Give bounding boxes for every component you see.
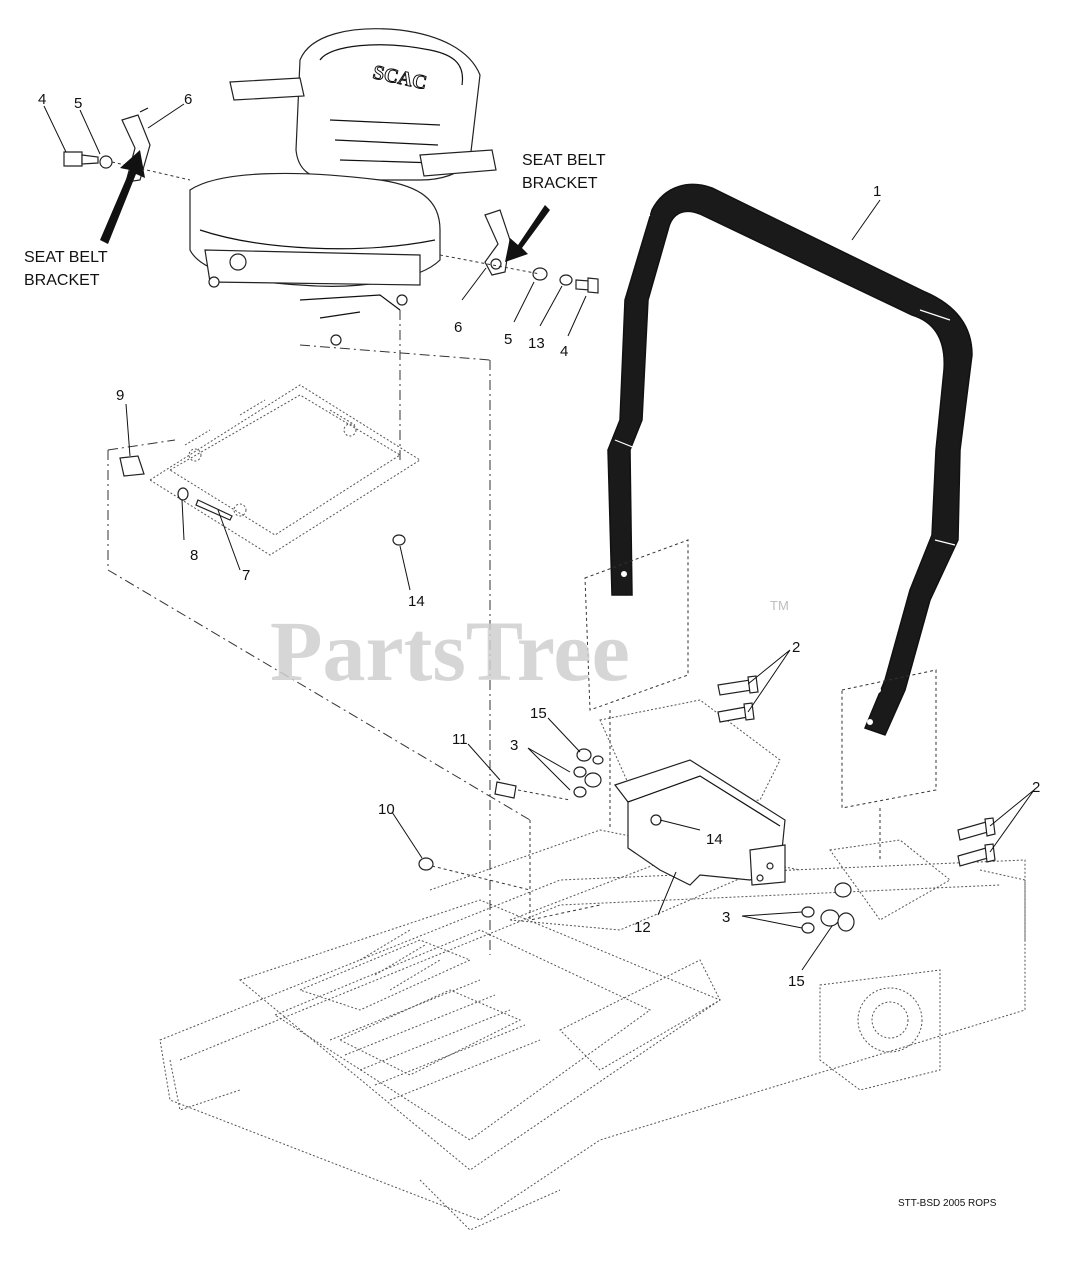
label-13: 13	[528, 335, 545, 352]
leader-lines	[43, 103, 1035, 971]
callout-right-line1: SEAT BELT	[522, 152, 606, 169]
bolts-2-upper	[717, 675, 759, 723]
seat: SCAC	[189, 28, 497, 346]
label-4b: 4	[560, 343, 568, 360]
label-3b: 3	[722, 909, 730, 926]
label-5a: 5	[74, 95, 82, 112]
hardware-left	[63, 151, 191, 181]
label-15a: 15	[530, 705, 547, 722]
label-6a: 6	[184, 91, 192, 108]
label-10: 10	[378, 801, 395, 818]
bracket-12	[614, 759, 786, 886]
hardware-lower-right	[801, 882, 855, 934]
label-1: 1	[873, 183, 881, 200]
label-3a: 3	[510, 737, 518, 754]
mount-panel-left	[584, 539, 689, 711]
hardware-upper-left	[494, 748, 604, 801]
hardware-right	[439, 254, 599, 294]
label-14a: 14	[408, 593, 425, 610]
label-6b: 6	[454, 319, 462, 336]
label-14b: 14	[706, 831, 723, 848]
seat-belt-bracket-right	[484, 209, 511, 276]
label-2b: 2	[1032, 779, 1040, 796]
seat-plate-hardware	[119, 455, 406, 546]
label-11: 11	[452, 731, 468, 748]
label-9: 9	[116, 387, 124, 404]
label-12: 12	[634, 919, 651, 936]
arrow-left-bracket	[100, 150, 145, 244]
seat-plate	[149, 384, 421, 556]
alignment-line-3	[529, 820, 601, 921]
callout-left-line1: SEAT BELT	[24, 249, 108, 266]
label-7: 7	[242, 567, 250, 584]
watermark-tm: TM	[770, 598, 789, 613]
footer-code: STT-BSD 2005 ROPS	[898, 1198, 997, 1209]
arrow-right-bracket	[505, 205, 550, 262]
nut-10-line	[431, 865, 531, 891]
nut-10	[418, 857, 434, 871]
label-2a: 2	[792, 639, 800, 656]
label-5b: 5	[504, 331, 512, 348]
callout-left-line2: BRACKET	[24, 272, 100, 289]
seat-plate-alignment	[107, 344, 531, 955]
seat-belt-bracket-left	[121, 107, 151, 183]
mount-panel-right	[841, 669, 937, 809]
roll-bar	[607, 183, 973, 736]
label-15b: 15	[788, 973, 805, 990]
callout-right-line2: BRACKET	[522, 175, 598, 192]
bolts-2-lower	[957, 817, 996, 867]
label-4a: 4	[38, 91, 46, 108]
watermark-brand: PartsTree	[270, 603, 630, 699]
mower-frame	[159, 699, 1026, 1231]
label-8: 8	[190, 547, 198, 564]
